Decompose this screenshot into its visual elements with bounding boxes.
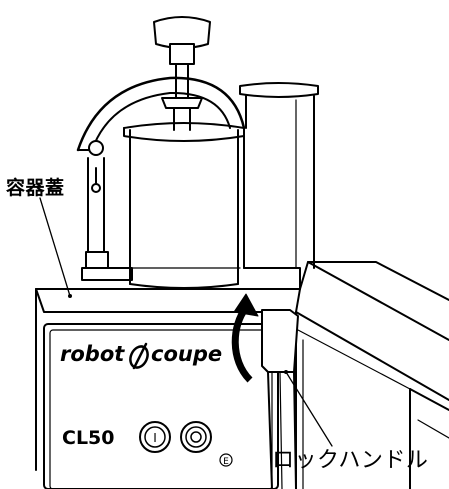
power-on-button[interactable]: I xyxy=(139,421,171,453)
handle-leader-line xyxy=(285,371,333,447)
model-label: CL50 xyxy=(62,427,115,449)
brand-coupe-text: coupe xyxy=(151,342,222,366)
power-on-symbol: I xyxy=(153,431,157,445)
lid-label: 容器蓋 xyxy=(6,177,65,199)
brand-robot-text: robot xyxy=(60,342,125,366)
power-off-symbol: O xyxy=(0,0,1,1)
power-off-button[interactable]: O xyxy=(0,0,212,453)
lid-leader-line xyxy=(39,197,71,297)
bowl-container xyxy=(81,82,319,290)
mark-symbol: E xyxy=(219,453,233,467)
brand-logo: robot coupe xyxy=(60,342,222,370)
pusher[interactable] xyxy=(153,16,211,131)
lock-handle-label: ロックハンドル xyxy=(272,448,429,473)
curved-up-arrow-icon xyxy=(231,293,259,383)
svg-text:E: E xyxy=(223,457,229,467)
motor-base xyxy=(35,261,449,489)
lock-handle[interactable] xyxy=(261,309,299,489)
lid-arm xyxy=(76,76,246,193)
